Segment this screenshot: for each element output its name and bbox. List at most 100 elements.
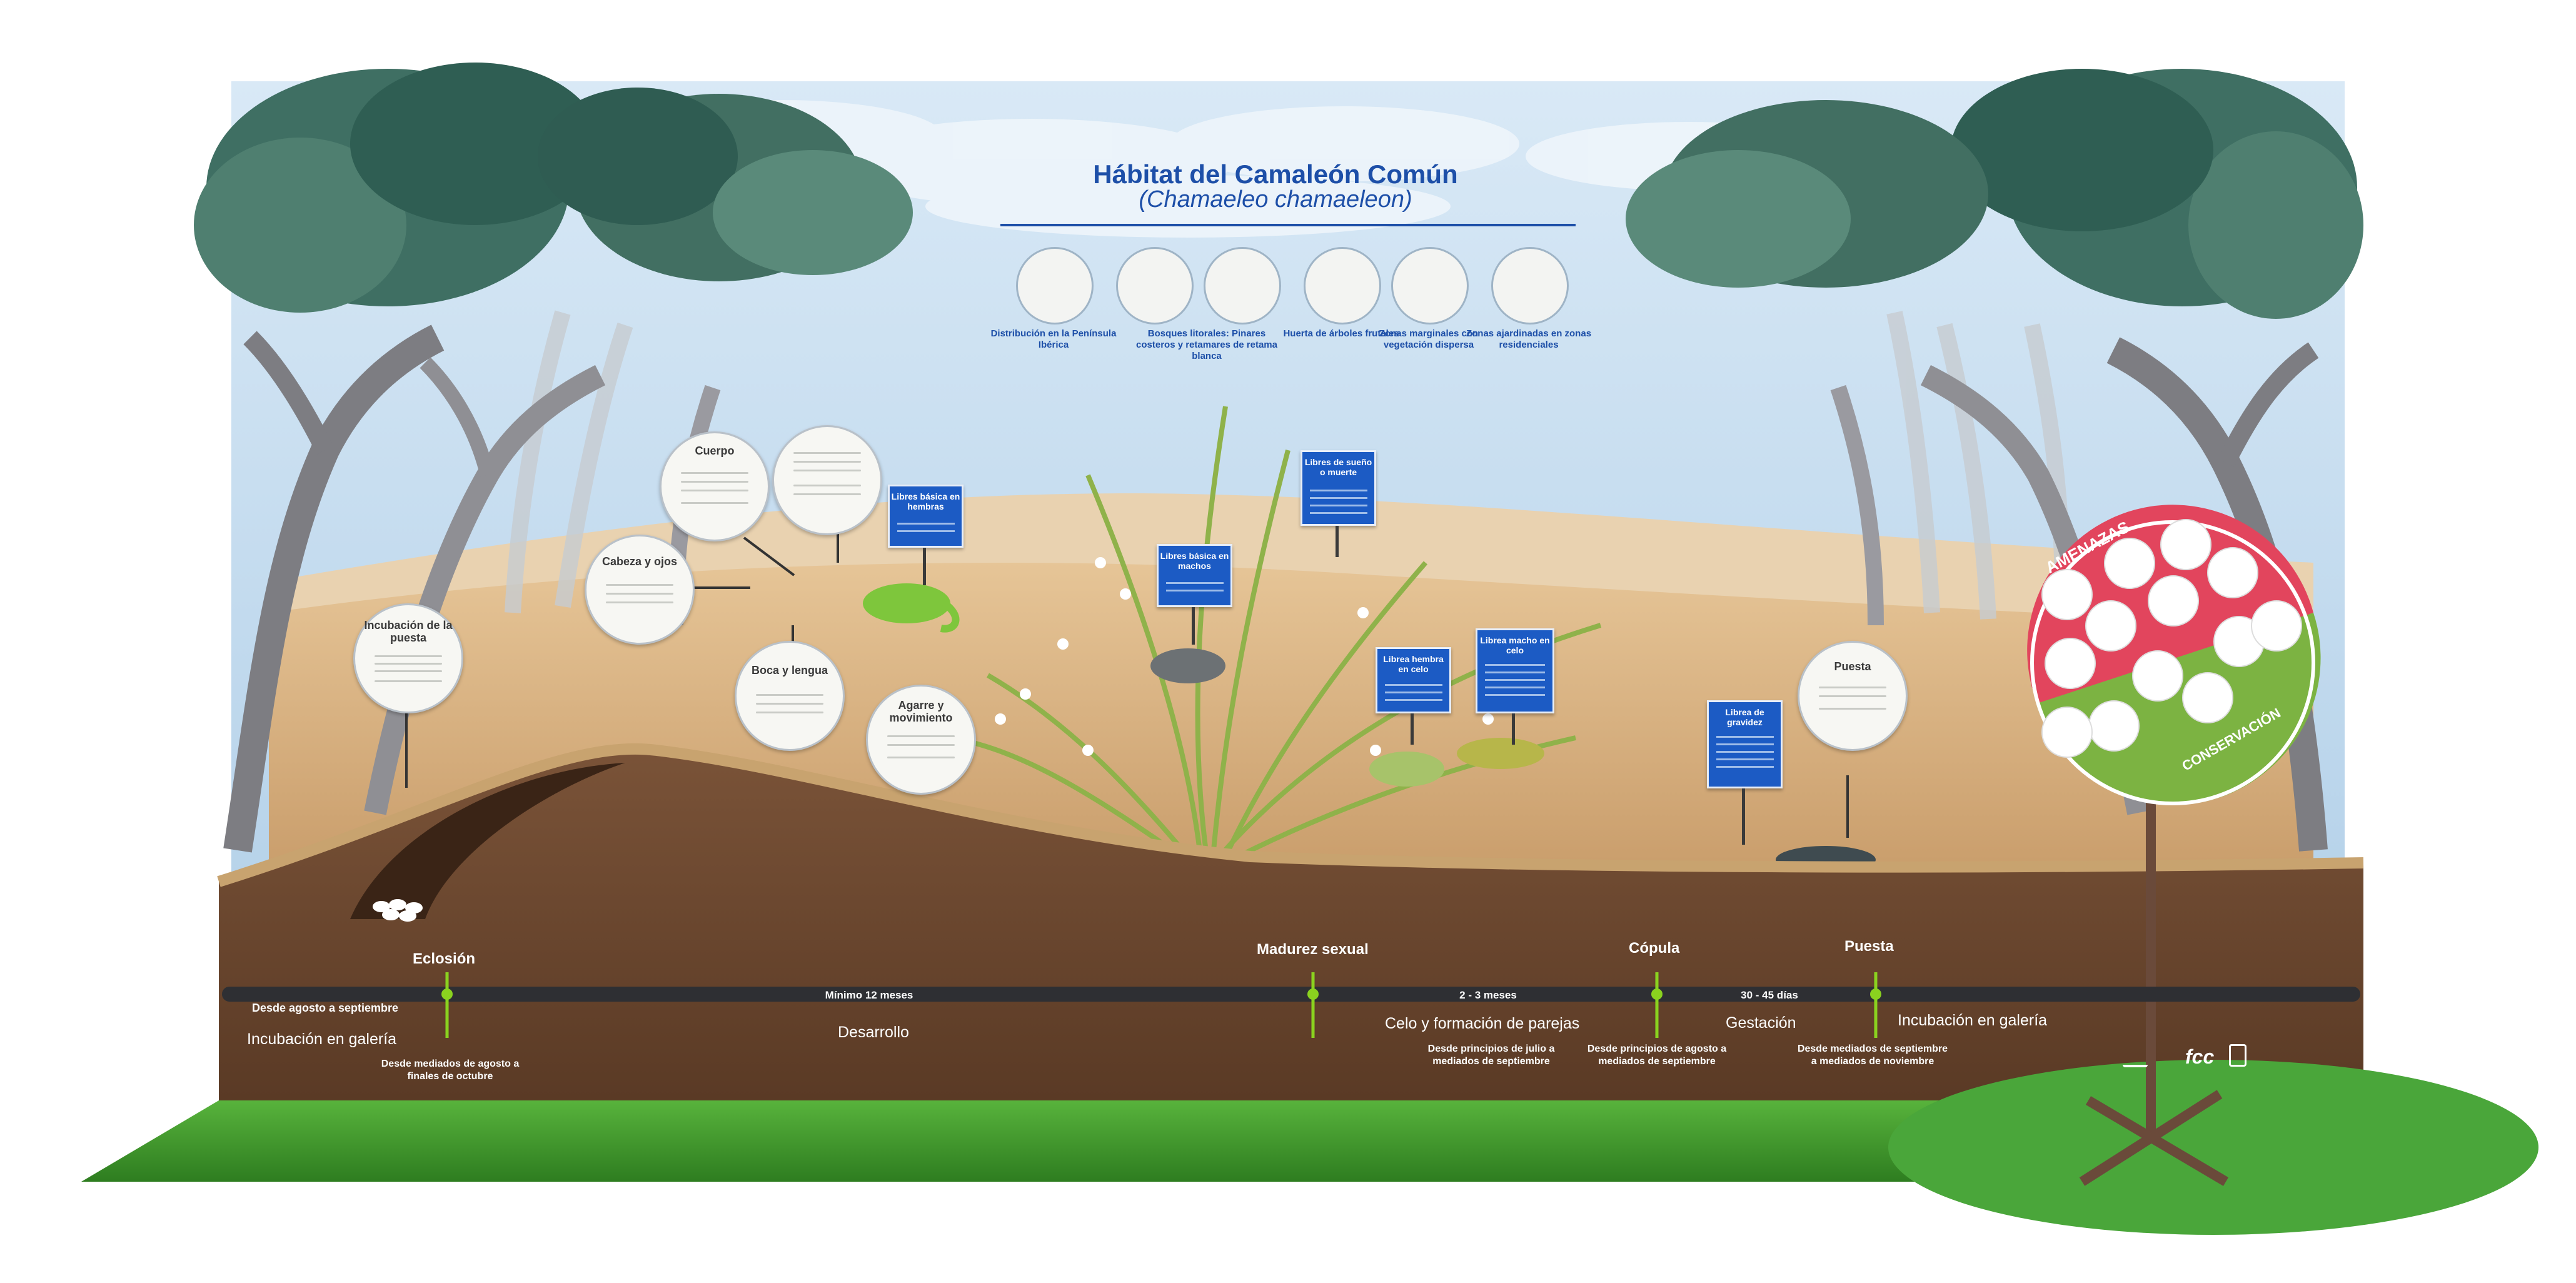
date-note-copula: Desde principios de agosto a mediados de… bbox=[1587, 1044, 1727, 1067]
timeline-track bbox=[222, 987, 2360, 1002]
milestone-puesta: Puesta bbox=[1844, 938, 1894, 955]
threat-item bbox=[2045, 638, 2096, 689]
conservation-item bbox=[2132, 650, 2183, 702]
sign-post bbox=[1742, 788, 1745, 845]
text-line bbox=[680, 472, 749, 474]
grass-island bbox=[1888, 1060, 2538, 1235]
callout-lines bbox=[405, 531, 1849, 838]
phase-incubacion-1: Incubación en galería bbox=[247, 1030, 397, 1048]
timeline-markers bbox=[441, 989, 1881, 1000]
text-line bbox=[755, 712, 824, 713]
phase-celo: Celo y formación de parejas bbox=[1385, 1015, 1580, 1032]
chameleon-grey bbox=[1150, 648, 1225, 683]
text-line bbox=[1485, 679, 1545, 681]
sign-title: Librea macho en celo bbox=[1480, 635, 1550, 655]
conservation-item bbox=[2088, 700, 2140, 752]
text-line bbox=[374, 655, 443, 657]
text-line bbox=[1165, 590, 1224, 591]
sign-libres-hembras: Libres básica en hembras bbox=[888, 485, 963, 548]
pine-tree-icon bbox=[1116, 247, 1194, 325]
text-line bbox=[680, 502, 749, 504]
habitat-label-gardens: Zonas ajardinadas en zonas residenciales bbox=[1466, 328, 1592, 350]
text-line bbox=[374, 680, 443, 682]
text-line bbox=[1716, 736, 1774, 738]
habitat-label-marginal: Zonas marginales con vegetación dispersa bbox=[1379, 328, 1479, 350]
text-line bbox=[887, 735, 955, 737]
milestone-madurez: Madurez sexual bbox=[1257, 941, 1369, 958]
text-line bbox=[1384, 699, 1442, 701]
chameleon-green bbox=[863, 583, 960, 633]
text-line bbox=[755, 703, 824, 705]
conservation-item bbox=[2251, 600, 2302, 652]
text-line bbox=[1309, 490, 1367, 491]
sign-post bbox=[1411, 713, 1414, 745]
sign-title: Libres de sueño o muerte bbox=[1304, 457, 1372, 477]
sign-post bbox=[1336, 526, 1339, 557]
page-title: Hábitat del Camaleón Común bbox=[1093, 159, 1458, 189]
text-line bbox=[755, 694, 824, 696]
text-line bbox=[1485, 672, 1545, 673]
sign-title: Librea de gravidez bbox=[1725, 707, 1764, 727]
text-line bbox=[1818, 695, 1887, 697]
phase-incubacion-2: Incubación en galería bbox=[1898, 1012, 2048, 1029]
conservation-item bbox=[2041, 707, 2093, 758]
sign-post bbox=[1512, 713, 1515, 745]
circle-title: Cuerpo bbox=[695, 445, 735, 457]
fruit-tree-icon bbox=[1304, 247, 1381, 325]
bar-label-development: Mínimo 12 meses bbox=[825, 989, 913, 1001]
sign-gravidez: Librea de gravidez bbox=[1707, 700, 1783, 788]
sign-sueno: Libres de sueño o muerte bbox=[1301, 450, 1376, 526]
sign-title: Libres básica en hembras bbox=[891, 491, 960, 511]
circle-title: Agarre y movimiento bbox=[889, 699, 953, 724]
sign-libres-machos: Libres básica en machos bbox=[1157, 544, 1232, 607]
info-circle-cola bbox=[772, 425, 882, 535]
text-line bbox=[680, 490, 749, 491]
chameleon-pair bbox=[1369, 738, 1544, 787]
phase-gestacion: Gestación bbox=[1726, 1014, 1796, 1032]
text-line bbox=[1384, 692, 1442, 693]
habitat-label-orchard: Huerta de árboles frutales bbox=[1283, 328, 1399, 339]
sign-macho-celo: Librea macho en celo bbox=[1476, 628, 1554, 713]
milestone-copula: Cópula bbox=[1629, 940, 1680, 957]
date-note-eclosion: Desde mediados de agosto a finales de oc… bbox=[381, 1059, 520, 1082]
text-line bbox=[1716, 766, 1774, 768]
threat-item bbox=[2041, 569, 2093, 620]
threat-item bbox=[2104, 538, 2155, 589]
text-line bbox=[1309, 512, 1367, 514]
text-line bbox=[1716, 758, 1774, 760]
text-line bbox=[793, 485, 862, 486]
date-note-puesta: Desde mediados de septiembre a mediados … bbox=[1797, 1044, 1948, 1067]
info-circle-puesta: Puesta bbox=[1798, 641, 1908, 751]
date-note-celo: Desde principios de julio a mediados de … bbox=[1427, 1044, 1555, 1067]
text-line bbox=[605, 601, 674, 603]
soil-top bbox=[217, 743, 2364, 887]
habitat-label-coastal-forest: Bosques litorales: Pinares costeros y re… bbox=[1136, 328, 1277, 361]
text-line bbox=[374, 663, 443, 665]
sprout-roots-icon bbox=[1391, 247, 1469, 325]
sign-title: Librea hembra en celo bbox=[1383, 654, 1444, 674]
sponsor-logo-icon bbox=[2123, 1047, 2148, 1067]
iberian-map-icon bbox=[1016, 247, 1094, 325]
council-crest-icon bbox=[2229, 1044, 2246, 1067]
info-circle-cuerpo: Cuerpo bbox=[660, 431, 770, 541]
sign-title: Libres básica en machos bbox=[1160, 551, 1229, 571]
threat-item bbox=[2148, 575, 2199, 626]
text-line bbox=[897, 530, 955, 532]
text-line bbox=[1818, 687, 1887, 688]
burrow bbox=[350, 763, 625, 919]
grass-strip bbox=[81, 1100, 2476, 1182]
soil-front bbox=[219, 748, 2363, 1100]
habitat-label-distribution: Distribución en la Península Ibérica bbox=[990, 328, 1117, 350]
sign-post bbox=[923, 548, 926, 585]
text-line bbox=[793, 461, 862, 463]
circle-title: Puesta bbox=[1834, 660, 1871, 673]
fcc-logo: fcc bbox=[2185, 1045, 2215, 1068]
threat-item bbox=[2207, 547, 2258, 598]
info-circle-cabeza: Cabeza y ojos bbox=[585, 535, 695, 645]
conservation-item bbox=[2182, 672, 2233, 723]
info-circle-incubacion: Incubación de la puesta bbox=[353, 603, 463, 713]
sign-hembra-celo: Librea hembra en celo bbox=[1376, 647, 1451, 713]
text-line bbox=[1165, 582, 1224, 584]
text-line bbox=[887, 744, 955, 746]
